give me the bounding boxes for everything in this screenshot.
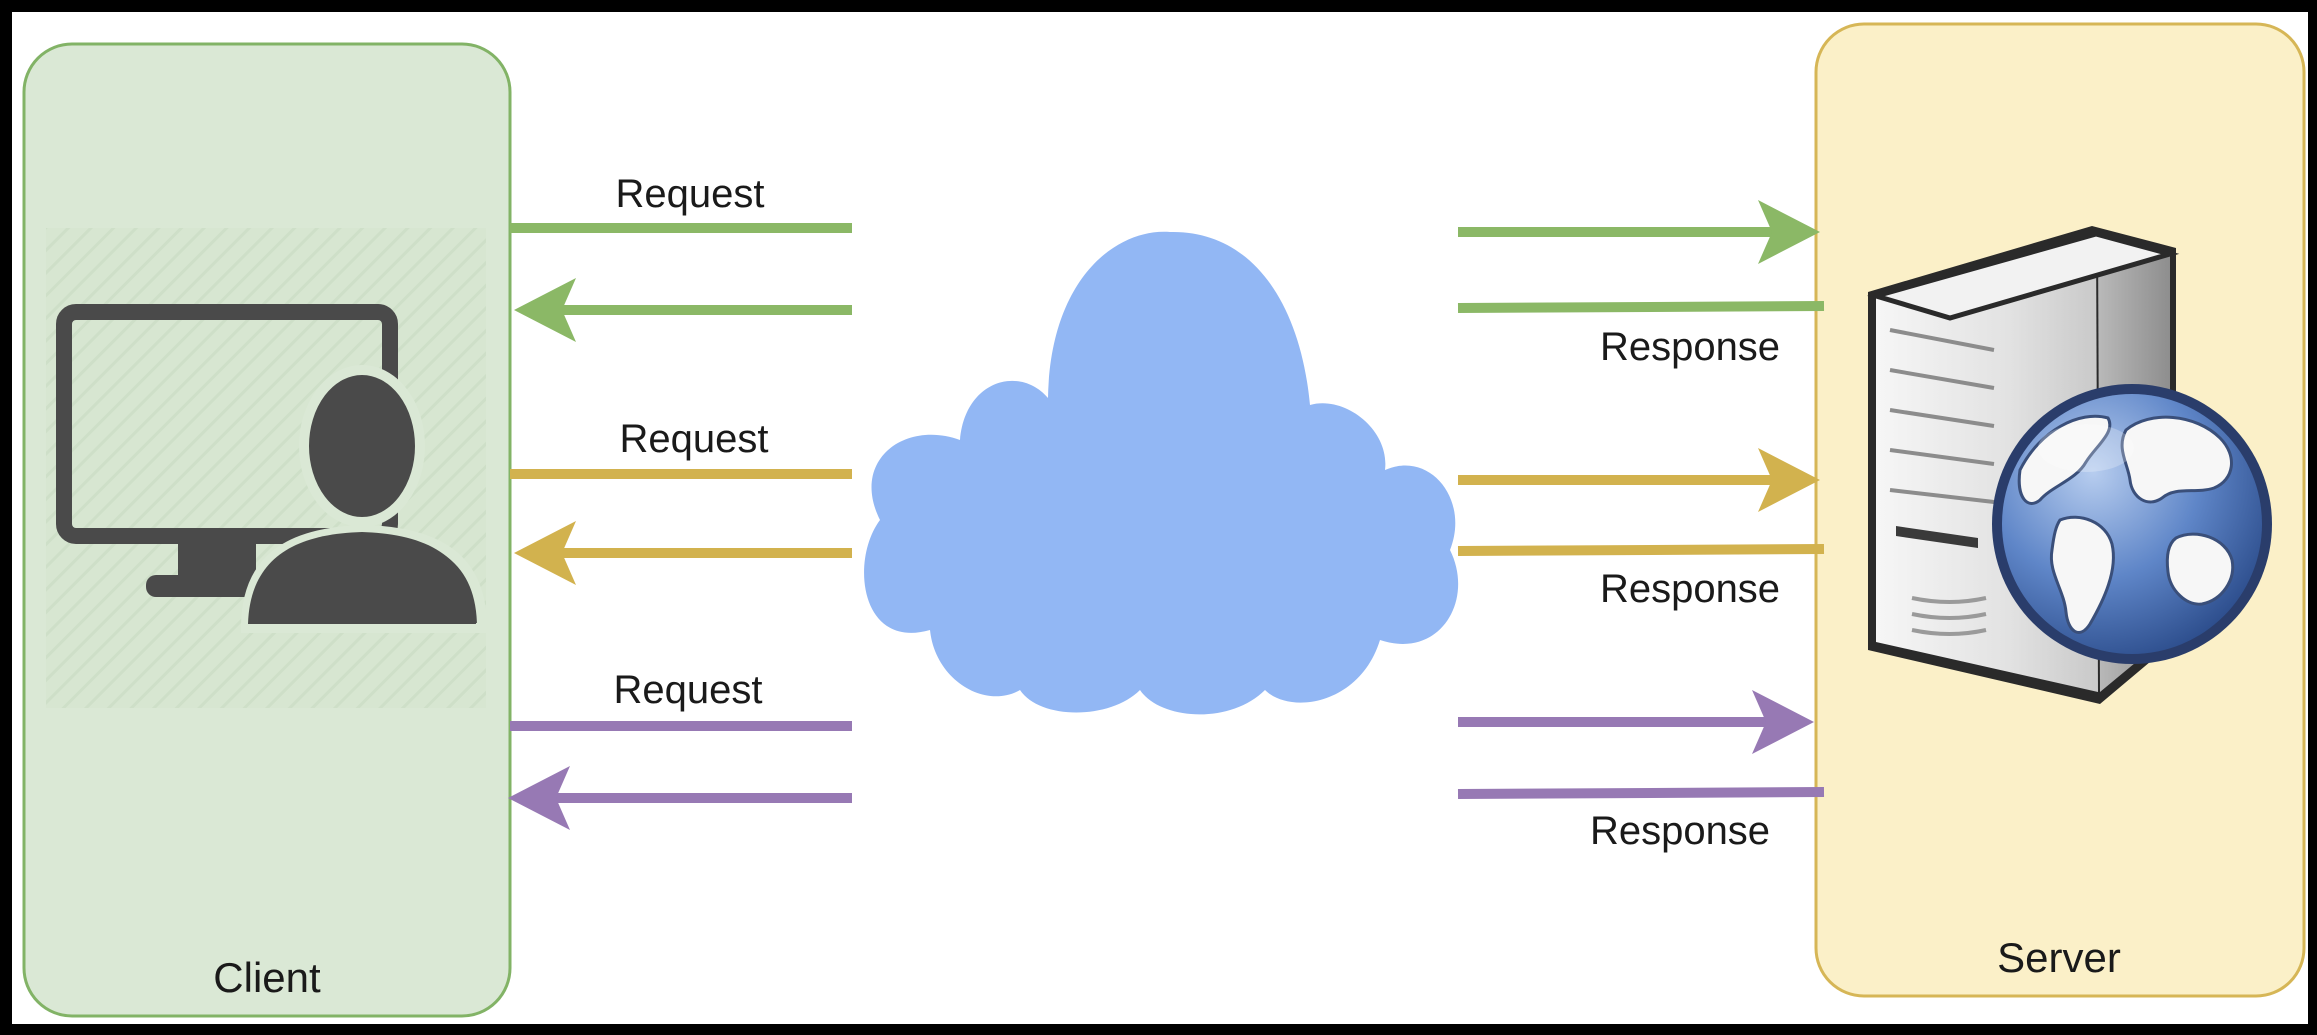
server-response-line (1457, 544, 1825, 556)
user-head-icon (299, 365, 425, 527)
internet-cloud-icon (864, 231, 1459, 715)
request-label: Request (620, 417, 769, 461)
request-label: Request (614, 668, 763, 712)
server-arrowhead (1758, 448, 1820, 512)
user-body-icon (248, 532, 476, 624)
server-arrowhead (1752, 690, 1814, 754)
client-box-border (22, 42, 512, 1018)
client-arrowhead (514, 278, 576, 342)
client-panel: Client (22, 42, 512, 1018)
response-label: Response (1600, 567, 1780, 611)
response-label: Response (1600, 325, 1780, 369)
request-label: Request (616, 172, 765, 216)
vent-lines-icon (1911, 596, 1987, 636)
client-label: Client (213, 954, 321, 1001)
server-response-line (1457, 301, 1825, 313)
web-server-globe-icon (1867, 226, 2272, 704)
server-label: Server (1997, 934, 2121, 981)
server-box-border (1814, 22, 2306, 998)
server-panel: Server (1814, 22, 2306, 998)
cloud-shape (864, 231, 1459, 715)
server-arrowhead (1758, 200, 1820, 264)
client-arrowhead (514, 521, 576, 585)
client-arrowhead (508, 766, 570, 830)
globe-highlight (2038, 424, 2134, 472)
disk-slot-icon (1896, 526, 1978, 548)
client-user-computer-icon (56, 304, 487, 633)
response-label: Response (1590, 809, 1770, 853)
globe-continents-icon (2017, 414, 2235, 634)
monitor-stand-icon (178, 536, 256, 582)
message-arrows: RequestResponseRequestResponseRequestRes… (508, 172, 1825, 853)
server-response-line (1457, 787, 1825, 799)
server-tower-top (1867, 231, 2180, 321)
drive-bays-icon (1889, 328, 1995, 504)
